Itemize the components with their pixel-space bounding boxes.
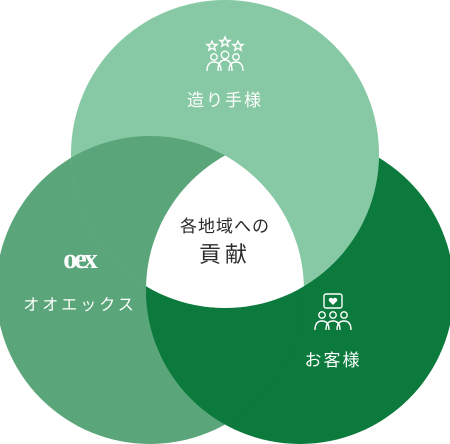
- right-circle-label: お客様: [305, 351, 362, 371]
- center-label-line1: 各地域への: [180, 217, 270, 237]
- team-stars-icon: [205, 35, 245, 72]
- center-label-line2: 貢献: [199, 243, 251, 268]
- oex-logo: oex: [63, 244, 97, 275]
- customers-heart-icon: [314, 293, 352, 331]
- top-circle-label: 造り手様: [187, 91, 263, 111]
- left-circle-label: オオエックス: [23, 295, 137, 314]
